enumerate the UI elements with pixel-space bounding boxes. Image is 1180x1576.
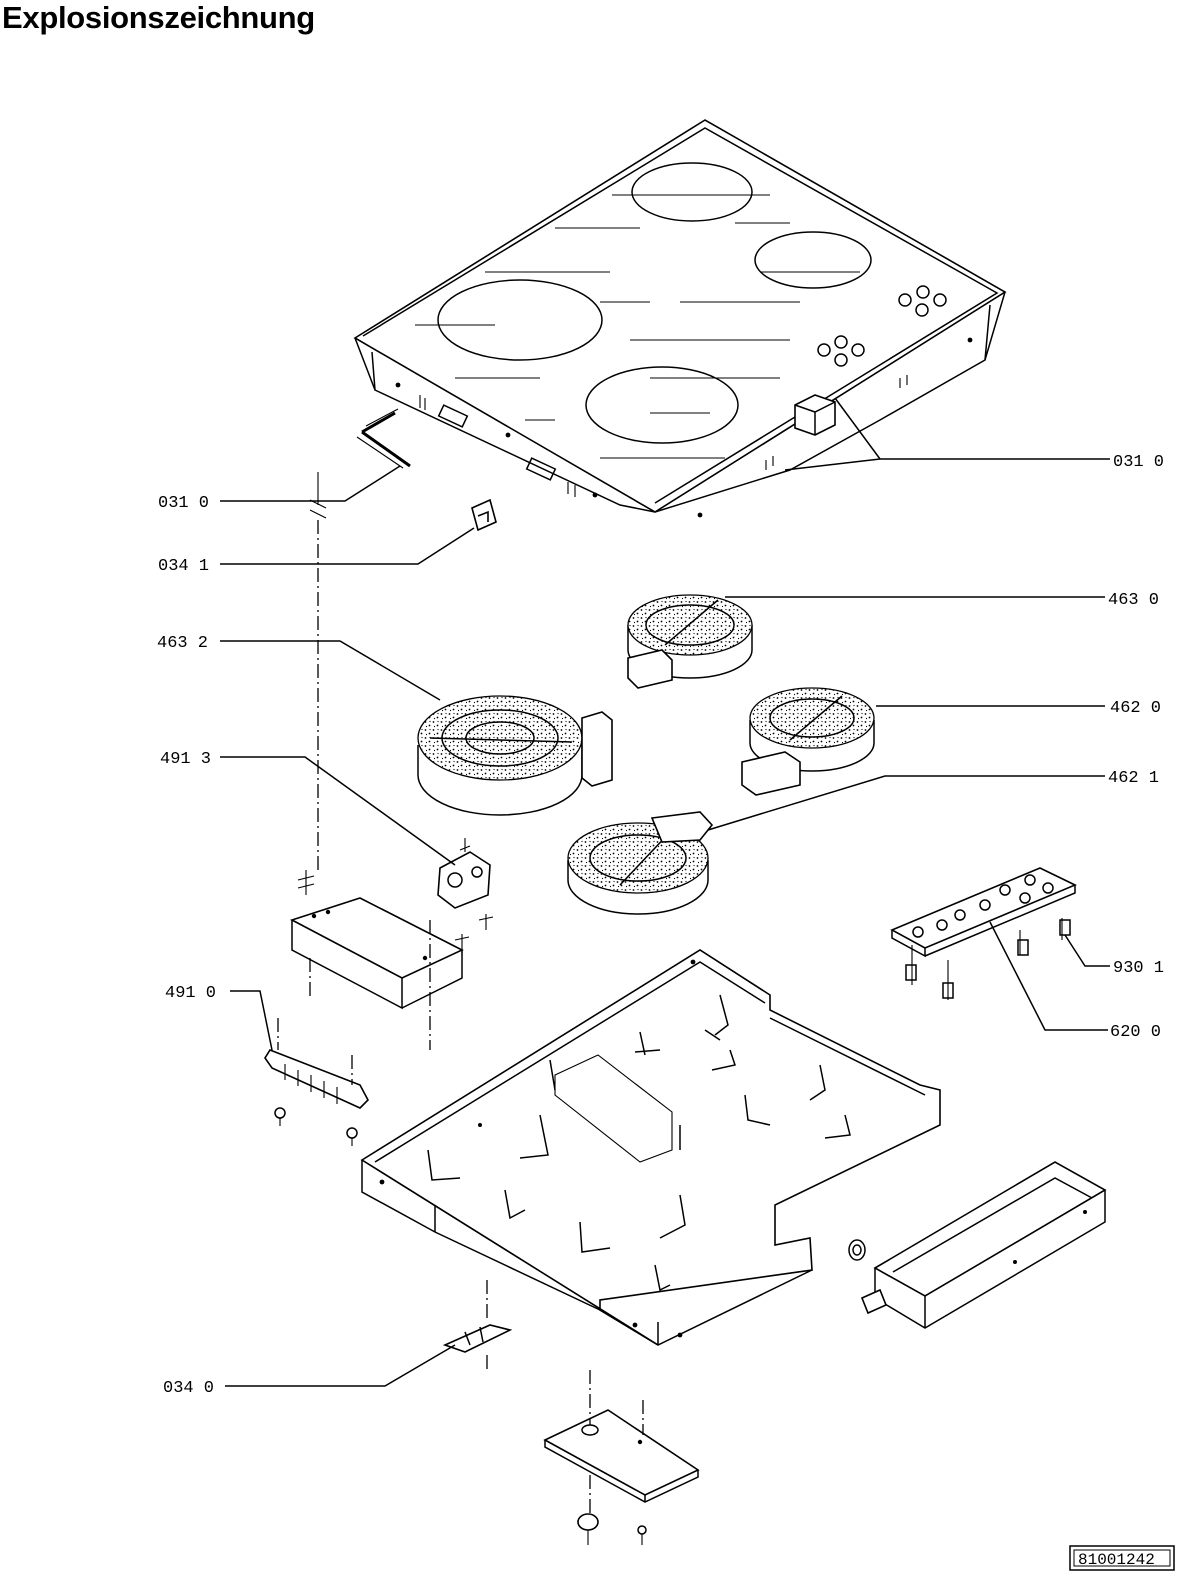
callout-462-0: 462 0: [1110, 699, 1161, 718]
cooking-zone-front: [585, 366, 739, 444]
base-plate: [543, 1370, 700, 1545]
bottom-tray: [360, 949, 941, 1346]
heating-element-462-0: [741, 687, 875, 796]
callout-462-1: 462 1: [1108, 769, 1159, 788]
heating-element-462-1: [567, 811, 714, 915]
grommet: [848, 1239, 866, 1261]
seal-strip: [356, 408, 411, 469]
reference-number-box: 81001242: [1069, 1545, 1175, 1571]
heating-element-463-2: [417, 695, 613, 816]
cooking-zone-right: [754, 231, 872, 289]
terminal-491-3: [437, 838, 491, 909]
cooking-zone-left: [437, 279, 603, 361]
callout-034-1: 034 1: [158, 557, 209, 576]
callout-930-1: 930 1: [1113, 959, 1164, 978]
reference-number: 81001242: [1078, 1551, 1155, 1569]
connector-491-0: [264, 1018, 369, 1146]
callout-031-0-right: 031 0: [1113, 453, 1164, 472]
bracket-cover: [289, 520, 464, 1050]
callout-034-0: 034 0: [163, 1379, 214, 1398]
touch-buttons-right: [898, 285, 947, 317]
callout-463-0: 463 0: [1108, 591, 1159, 610]
cooking-zone-rear: [631, 162, 753, 222]
screws-terminal: [297, 472, 494, 955]
callout-620-0: 620 0: [1110, 1023, 1161, 1042]
cable-cover-box: [860, 1161, 1107, 1329]
callout-463-2: 463 2: [157, 634, 208, 653]
leader-lines: [220, 397, 1110, 1387]
callout-491-0: 491 0: [165, 984, 216, 1003]
clip-bottom: [442, 1280, 513, 1370]
control-board: [890, 867, 1077, 1000]
heating-element-463-0: [627, 594, 753, 689]
page-title: Explosionszeichnung: [2, 0, 315, 35]
callout-491-3: 491 3: [160, 750, 211, 769]
hob-top: [353, 119, 1007, 518]
touch-buttons-left: [817, 335, 865, 367]
clip-small: [471, 498, 497, 532]
callout-031-0-left: 031 0: [158, 494, 209, 513]
